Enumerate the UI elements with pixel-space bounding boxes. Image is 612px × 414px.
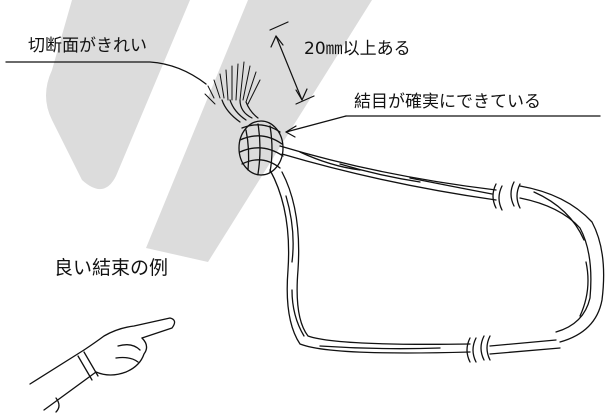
clean-cut-label: 切断面がきれい — [28, 36, 147, 56]
loop-lower — [269, 169, 561, 355]
frayed-cut-ends — [204, 61, 261, 105]
dimension-line — [275, 35, 303, 101]
knot — [238, 120, 284, 176]
pointing-hand-icon — [29, 317, 176, 413]
loop-upper — [279, 145, 605, 343]
break-marks — [466, 181, 521, 363]
rope-knot-illustration — [5, 21, 605, 363]
strands-top — [221, 99, 259, 123]
good-example-label: 良い結束の例 — [54, 257, 169, 279]
knot-label: 結目が確実にできている — [354, 92, 541, 112]
clean-cut-leader — [5, 61, 207, 85]
length-label: 20㎜以上ある — [304, 39, 411, 59]
